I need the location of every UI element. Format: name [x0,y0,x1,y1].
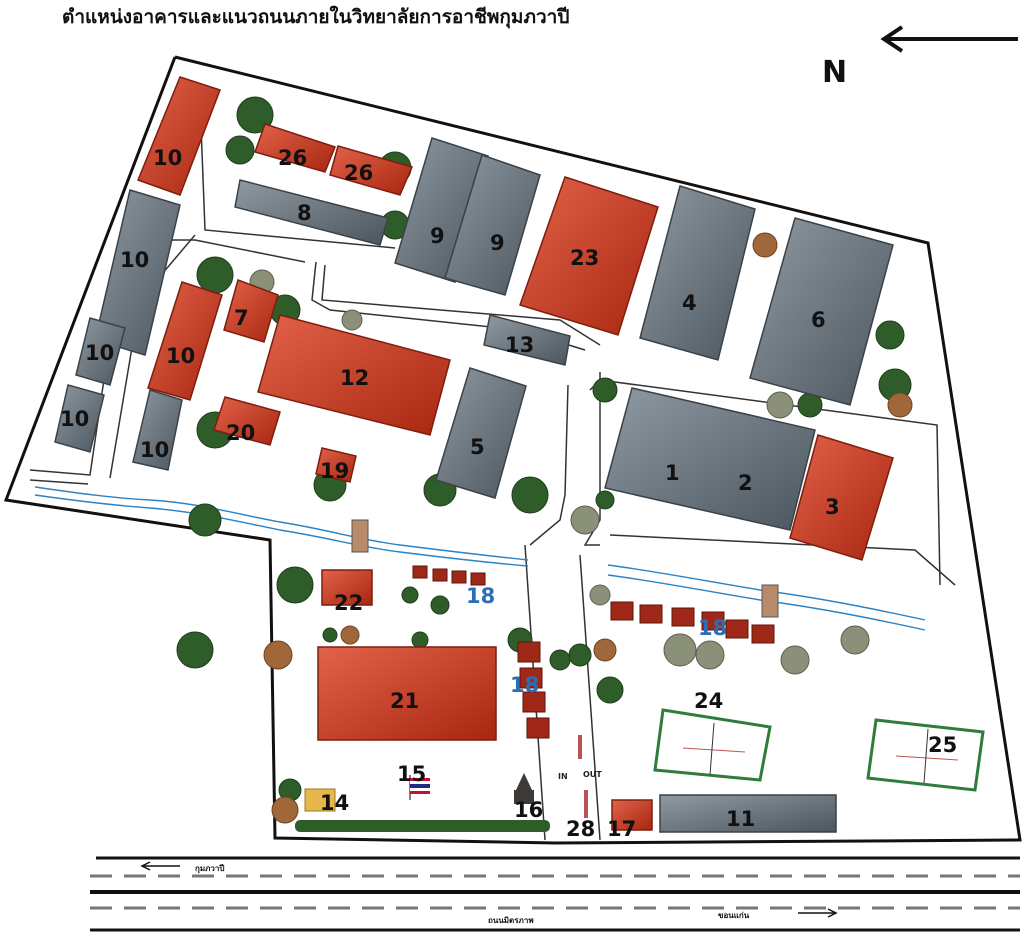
label-building-10: 10 [120,248,149,272]
road-label-mittraphap: ถนนมิตรภาพ [488,916,534,925]
building-9a [394,137,489,283]
building-labels: 10 10 10 10 10 10 26 26 8 9 9 23 4 6 7 1… [60,146,957,841]
building-12 [257,314,451,436]
building-10a [137,76,221,196]
gray-buildings [54,137,894,833]
autumn-trees [263,232,913,824]
building-8 [234,179,389,246]
label-building-21: 21 [390,689,419,713]
bridge [761,584,779,618]
building-11 [659,794,837,833]
gate-in-label: IN [558,772,568,781]
field-25 [866,718,985,792]
north-arrow-icon [880,25,1018,53]
building-10b [94,189,181,356]
label-building-23: 23 [570,246,599,270]
building-19 [315,447,357,483]
building-26b [329,145,414,196]
label-building-18: 18 [466,584,495,608]
building-21 [317,646,497,741]
building-13 [483,314,571,366]
label-building-10: 10 [60,407,89,431]
field-24 [653,708,772,782]
north-label: N [822,55,847,90]
label-building-28: 28 [566,817,595,841]
label-building-16: 16 [514,798,543,822]
label-building-4: 4 [682,291,697,315]
label-building-13: 13 [505,333,534,357]
label-building-12: 12 [340,366,369,390]
label-building-10: 10 [166,344,195,368]
building-17 [611,799,653,831]
building-23 [519,176,659,336]
highway [90,856,1020,932]
building-5 [435,367,527,499]
label-building-1: 1 [665,461,680,485]
label-building-7: 7 [234,306,249,330]
label-building-26: 26 [344,161,373,185]
label-building-11: 11 [726,807,755,831]
building-20 [213,396,281,446]
building-4 [639,185,756,361]
building-7 [223,279,279,343]
label-building-24: 24 [694,689,723,713]
label-building-20: 20 [226,421,255,445]
building-26a [254,123,336,173]
building-10c [75,317,126,386]
road-label-khonkaen: ขอนแก่น [718,911,750,920]
arrow-right-icon [798,908,838,918]
label-building-10: 10 [85,341,114,365]
label-building-2: 2 [738,471,753,495]
red-buildings [137,76,894,831]
label-building-9: 9 [430,224,445,248]
map-title: ตำแหน่งอาคารและแนวถนนภายในวิทยาลัยการอาช… [62,6,570,28]
building-22 [321,569,373,606]
hedge [295,820,550,832]
gate-out-label: OUT [583,770,602,779]
building-6 [749,217,894,406]
label-building-26: 26 [278,146,307,170]
building-14-shape [304,788,336,812]
label-building-25: 25 [928,733,957,757]
label-building-18: 18 [698,616,727,640]
label-building-10: 10 [140,438,169,462]
label-building-5: 5 [470,435,485,459]
label-building-15: 15 [397,762,426,786]
building-1-2 [604,387,816,531]
arrow-left-icon [140,861,180,871]
building-10d [54,384,105,453]
building-10f [132,389,183,471]
label-building-18: 18 [510,673,539,697]
road-label-kumphawapi: กุมภวาปี [195,863,224,874]
flag-icon [409,775,430,800]
label-building-9: 9 [490,231,505,255]
label-building-6: 6 [811,308,826,332]
building-9b [444,154,541,296]
bridge [351,519,369,553]
building-10e [147,281,223,401]
label-building-14: 14 [320,791,349,815]
campus-boundary [3,55,1022,845]
monument-icon [514,773,534,804]
gate-markers [578,735,588,818]
building-3 [789,434,894,561]
stream [34,486,926,631]
dorms-18 [412,565,775,739]
label-building-8: 8 [297,201,312,225]
label-building-10: 10 [153,146,182,170]
label-building-17: 17 [607,817,636,841]
label-building-19: 19 [320,459,349,483]
label-building-22: 22 [334,591,363,615]
label-building-3: 3 [825,495,840,519]
